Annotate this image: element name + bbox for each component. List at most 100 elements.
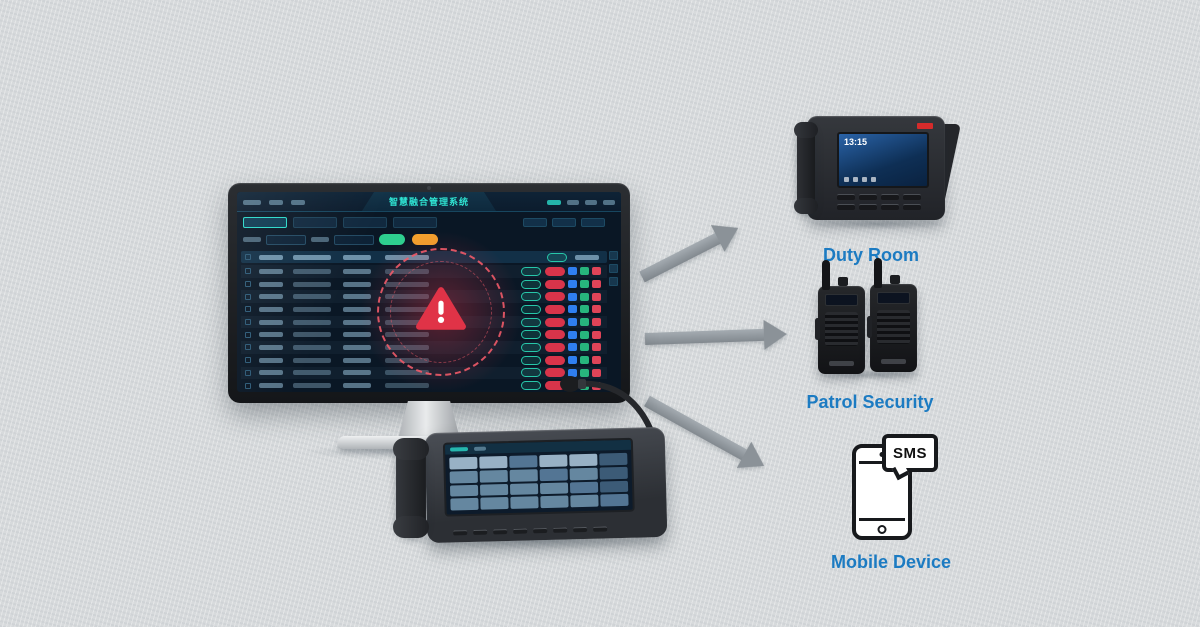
console-screen-key <box>540 495 569 509</box>
action-tag[interactable] <box>580 330 589 339</box>
filter-input[interactable] <box>266 234 306 245</box>
arrow-to-patrol-security <box>644 319 788 354</box>
action-tag[interactable] <box>580 343 589 352</box>
side-tool-button[interactable] <box>609 264 618 273</box>
nav-item-skeleton[interactable] <box>585 200 597 205</box>
action-tag[interactable] <box>580 318 589 327</box>
column-header-skeleton <box>343 254 371 260</box>
antenna <box>874 258 882 288</box>
cell-skeleton <box>343 294 371 300</box>
action-tag[interactable] <box>568 343 577 352</box>
action-tag[interactable] <box>592 343 601 352</box>
action-tag[interactable] <box>592 292 601 301</box>
phone-keypad <box>837 194 933 210</box>
action-tag[interactable] <box>592 305 601 314</box>
alert-pill <box>545 292 565 302</box>
cell-skeleton <box>293 306 331 312</box>
console-key <box>533 527 548 534</box>
row-checkbox[interactable] <box>245 268 251 275</box>
cell-skeleton <box>293 383 331 389</box>
action-tag[interactable] <box>568 280 577 289</box>
status-pill <box>521 292 541 302</box>
row-checkbox[interactable] <box>245 331 251 338</box>
filter-input[interactable] <box>334 234 374 245</box>
console-screen-key <box>480 497 509 510</box>
cell-skeleton <box>293 319 331 325</box>
arrow-shaft <box>639 232 722 283</box>
action-tag[interactable] <box>568 292 577 301</box>
phone-body: 13:15 <box>807 116 945 220</box>
ptt-button <box>867 316 872 338</box>
action-tag[interactable] <box>592 267 601 276</box>
arrow-shaft <box>644 328 766 345</box>
alert-warning-icon <box>415 285 467 337</box>
row-checkbox[interactable] <box>245 369 251 376</box>
action-tag[interactable] <box>580 305 589 314</box>
action-tag[interactable] <box>592 330 601 339</box>
action-tag[interactable] <box>592 318 601 327</box>
action-tag[interactable] <box>568 356 577 365</box>
action-tag[interactable] <box>580 267 589 276</box>
mobile-sms-icon: SMS <box>846 430 972 546</box>
nav-item-skeleton[interactable] <box>291 200 305 205</box>
user-menu-skeleton[interactable] <box>603 200 615 205</box>
tab-active[interactable] <box>243 217 287 228</box>
duty-room-label: Duty Room <box>823 245 919 265</box>
console-header-skeleton <box>449 447 469 452</box>
action-tag[interactable] <box>568 330 577 339</box>
action-tag[interactable] <box>592 280 601 289</box>
action-tag[interactable] <box>568 368 577 377</box>
toolbar-button[interactable] <box>552 218 576 227</box>
filter-label-skeleton <box>243 237 261 242</box>
tab[interactable] <box>393 217 437 228</box>
row-checkbox[interactable] <box>245 293 251 300</box>
action-tag[interactable] <box>580 368 589 377</box>
row-checkbox[interactable] <box>245 281 251 288</box>
action-tag[interactable] <box>592 356 601 365</box>
radio-display <box>825 294 858 306</box>
walkie-talkie <box>815 260 865 374</box>
console-screen-key <box>539 481 569 495</box>
console-body <box>424 426 668 544</box>
console-screen-key <box>570 494 599 508</box>
tab[interactable] <box>343 217 387 228</box>
action-tag[interactable] <box>580 292 589 301</box>
alarm-dashed-ring-inner <box>390 261 492 363</box>
console-key <box>473 529 488 535</box>
action-tag[interactable] <box>592 368 601 377</box>
tab[interactable] <box>293 217 337 228</box>
nav-item-skeleton[interactable] <box>567 200 579 205</box>
action-tag[interactable] <box>580 280 589 289</box>
app-icon <box>862 177 867 182</box>
cell-skeleton <box>259 294 283 300</box>
row-checkbox[interactable] <box>245 357 251 364</box>
radios-shadow <box>816 370 926 380</box>
action-tag[interactable] <box>568 267 577 276</box>
search-button[interactable] <box>379 234 405 245</box>
screen-top-bar: 智慧融合管理系统 <box>237 192 621 212</box>
filter-bar <box>243 234 438 245</box>
action-tag[interactable] <box>580 356 589 365</box>
row-checkbox[interactable] <box>245 306 251 313</box>
action-tag[interactable] <box>568 318 577 327</box>
select-all-checkbox[interactable] <box>245 254 251 260</box>
nav-item-skeleton[interactable] <box>269 200 283 205</box>
row-checkbox[interactable] <box>245 344 251 351</box>
toolbar-button[interactable] <box>581 218 605 227</box>
system-title: 智慧融合管理系统 <box>388 197 469 207</box>
app-icon <box>844 177 849 182</box>
console-screen-key <box>450 498 479 511</box>
cell-skeleton <box>259 344 283 350</box>
status-pill <box>521 368 541 378</box>
side-tool-button[interactable] <box>609 251 618 260</box>
toolbar-button[interactable] <box>523 218 547 227</box>
nav-item-skeleton[interactable] <box>547 200 561 205</box>
nav-item-skeleton[interactable] <box>243 200 261 205</box>
reset-button[interactable] <box>412 234 438 245</box>
row-checkbox[interactable] <box>245 319 251 326</box>
action-tag[interactable] <box>568 305 577 314</box>
arrow-head-icon <box>710 214 746 252</box>
column-header-skeleton <box>547 252 567 262</box>
side-tool-button[interactable] <box>609 277 618 286</box>
row-checkbox[interactable] <box>245 382 251 389</box>
